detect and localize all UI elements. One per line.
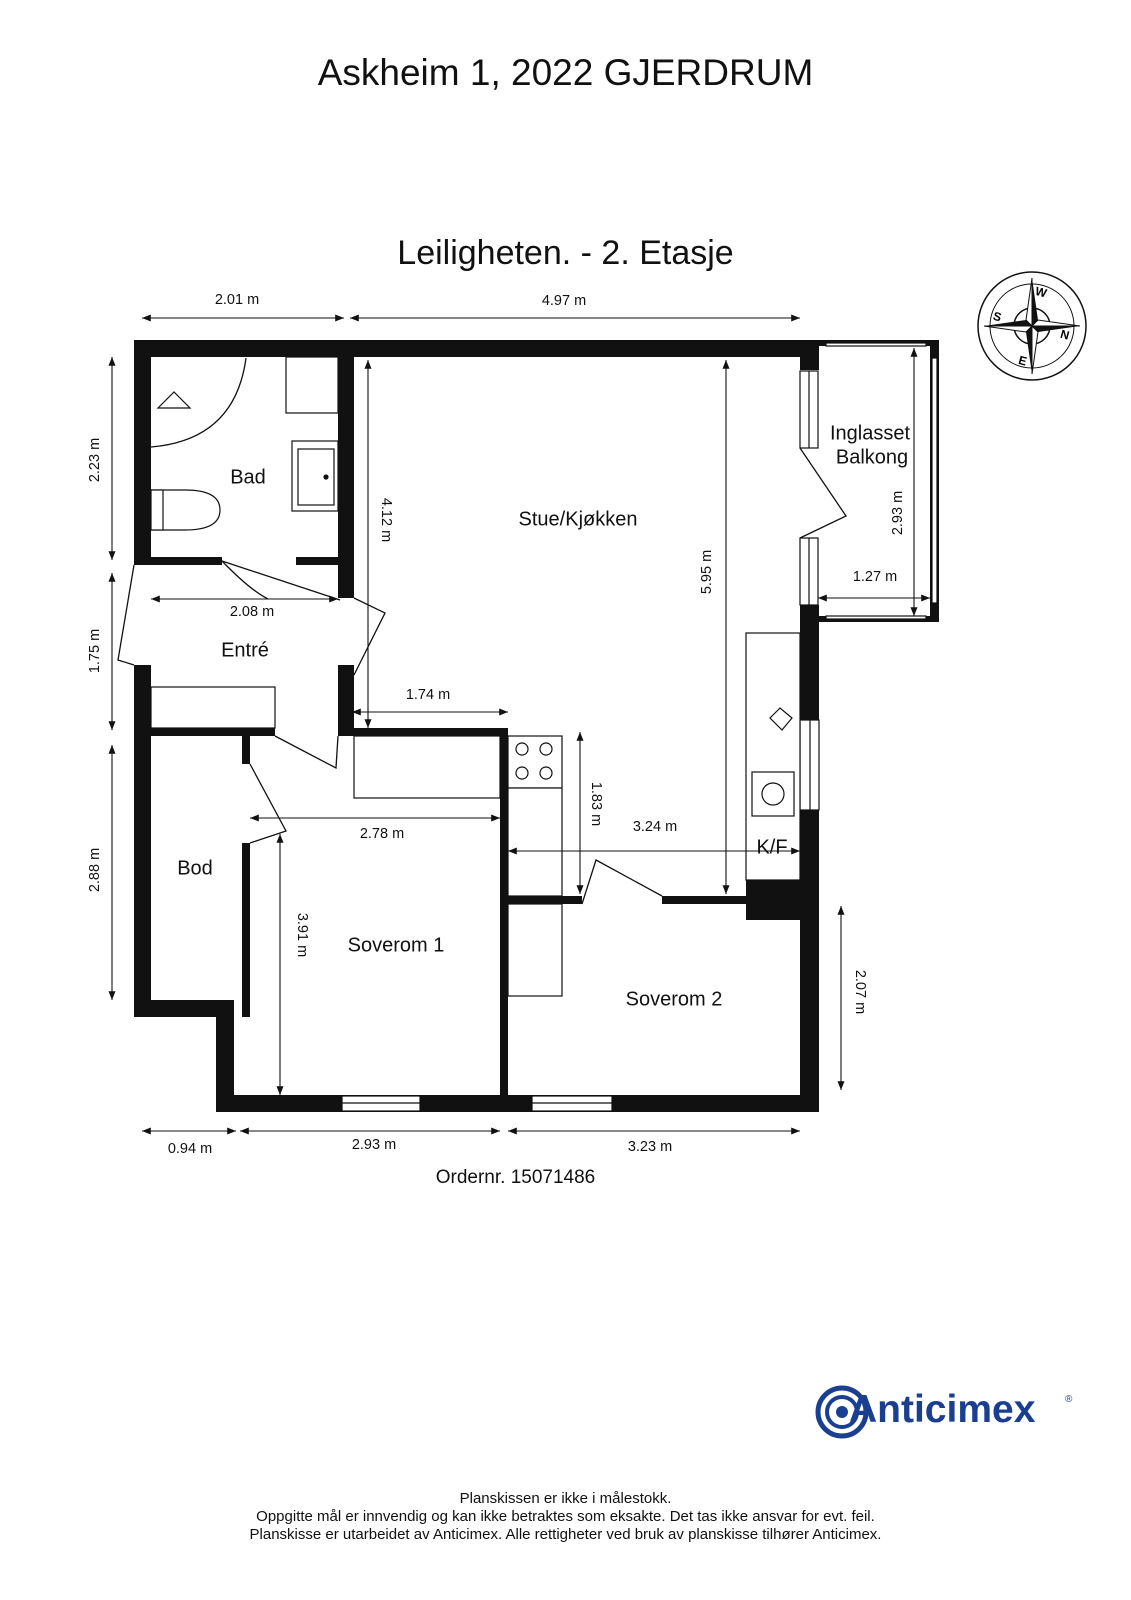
order-number: Ordernr. 15071486 (435, 1167, 596, 1188)
dim-soverom1-height: 3.91 m (294, 912, 310, 958)
dim-bottom-middle: 2.93 m (351, 1137, 397, 1153)
dim-top-left: 2.01 m (214, 292, 260, 308)
footer-line-3: Planskisse er utarbeidet av Anticimex. A… (249, 1526, 882, 1543)
room-soverom-1: Soverom 1 (347, 934, 445, 957)
dim-kitchen-width: 3.24 m (632, 819, 678, 835)
dim-soverom1-width: 2.78 m (359, 826, 405, 842)
anticimex-logo-text: Anticimex (849, 1388, 1036, 1431)
footer-disclaimer: Planskissen er ikke i målestokk. Oppgitt… (0, 1490, 1131, 1544)
footer-line-2: Oppgitte mål er innvendig og kan ikke be… (256, 1508, 875, 1525)
room-bod: Bod (177, 857, 213, 880)
room-stue-kjokken: Stue/Kjøkken (518, 508, 638, 531)
registered-mark: ® (1065, 1394, 1073, 1405)
fixtures (150, 356, 801, 997)
windows (341, 342, 938, 1112)
compass-label-n: N (1059, 327, 1071, 343)
room-bad: Bad (230, 466, 266, 489)
dim-stue-height: 5.95 m (699, 549, 715, 595)
floor-title: Leiligheten. - 2. Etasje (397, 234, 734, 272)
doors (117, 357, 847, 905)
compass-label-s: S (992, 309, 1003, 325)
dim-left-bod: 2.88 m (87, 847, 103, 893)
dim-entre-bottom: 1.74 m (405, 687, 451, 703)
dim-left-bad: 2.23 m (87, 437, 103, 483)
room-entre: Entré (221, 639, 269, 662)
dim-left-entre: 1.75 m (87, 628, 103, 674)
compass: W N E S (977, 271, 1087, 381)
anticimex-logo-icon (815, 1385, 869, 1439)
compass-ring (977, 271, 1087, 381)
dim-bottom-left: 0.94 m (167, 1141, 213, 1157)
dim-balkong-width: 1.27 m (852, 569, 898, 585)
room-soverom-2: Soverom 2 (625, 988, 723, 1011)
dim-top-right: 4.97 m (541, 293, 587, 309)
dimension-lines (108, 314, 930, 1135)
dim-balkong-height: 2.93 m (890, 490, 906, 536)
room-balkong-line2: Balkong (835, 446, 909, 469)
footer-line-1: Planskissen er ikke i målestokk. (459, 1490, 672, 1507)
dim-bottom-right: 3.23 m (627, 1139, 673, 1155)
compass-label-e: E (1017, 353, 1028, 369)
compass-label-w: W (1034, 284, 1049, 301)
dim-kitchen-height: 1.83 m (588, 781, 604, 827)
room-balkong-line1: Inglasset (829, 422, 911, 445)
dim-soverom2-height: 2.07 m (852, 969, 868, 1015)
dim-entre-width: 2.08 m (229, 604, 275, 620)
address-title: Askheim 1, 2022 GJERDRUM (317, 52, 814, 93)
label-kf: K/F (756, 836, 788, 859)
dim-bad-inner: 4.12 m (378, 497, 394, 543)
